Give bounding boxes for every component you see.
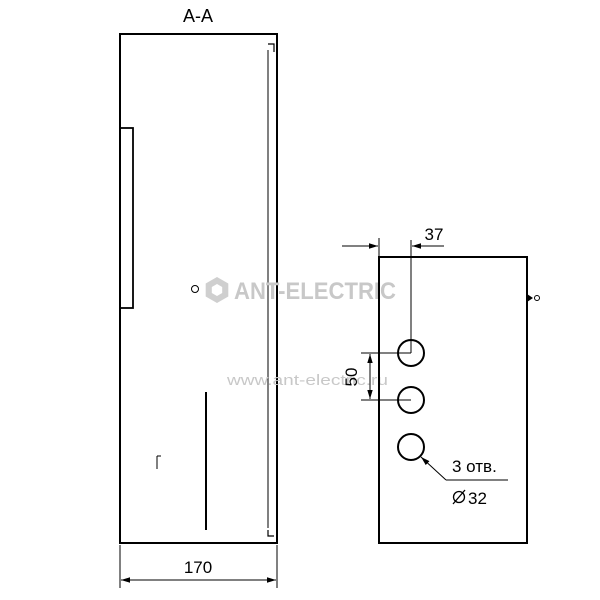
side-view: 37 50 3 отв. 32 [342,225,540,544]
width-dim-label: 170 [184,558,212,577]
small-mark [156,455,161,469]
holes-count-label: 3 отв. [452,457,497,476]
watermark: ANT-ELECTRIC www.ant-electric.ru [205,277,396,389]
door-handle [119,127,134,309]
hinge-pin [534,295,540,301]
top-bracket [268,43,275,52]
watermark-brand: ANT-ELECTRIC [234,278,396,305]
hole-diameter-label: 32 [468,489,487,508]
bottom-bracket [267,530,274,537]
brand-logo-icon [205,277,229,303]
hole-leader-line [420,456,447,481]
section-label: А-А [183,6,213,26]
offset-dim-label: 37 [425,225,444,244]
section-view: А-А 170 [119,6,278,588]
hinge [527,294,533,302]
watermark-url: www.ant-electric.ru [226,372,388,389]
diameter-icon [452,489,466,505]
lock-circle [191,285,199,293]
hole-3 [397,433,425,461]
spacing-dim-label: 50 [342,368,361,387]
